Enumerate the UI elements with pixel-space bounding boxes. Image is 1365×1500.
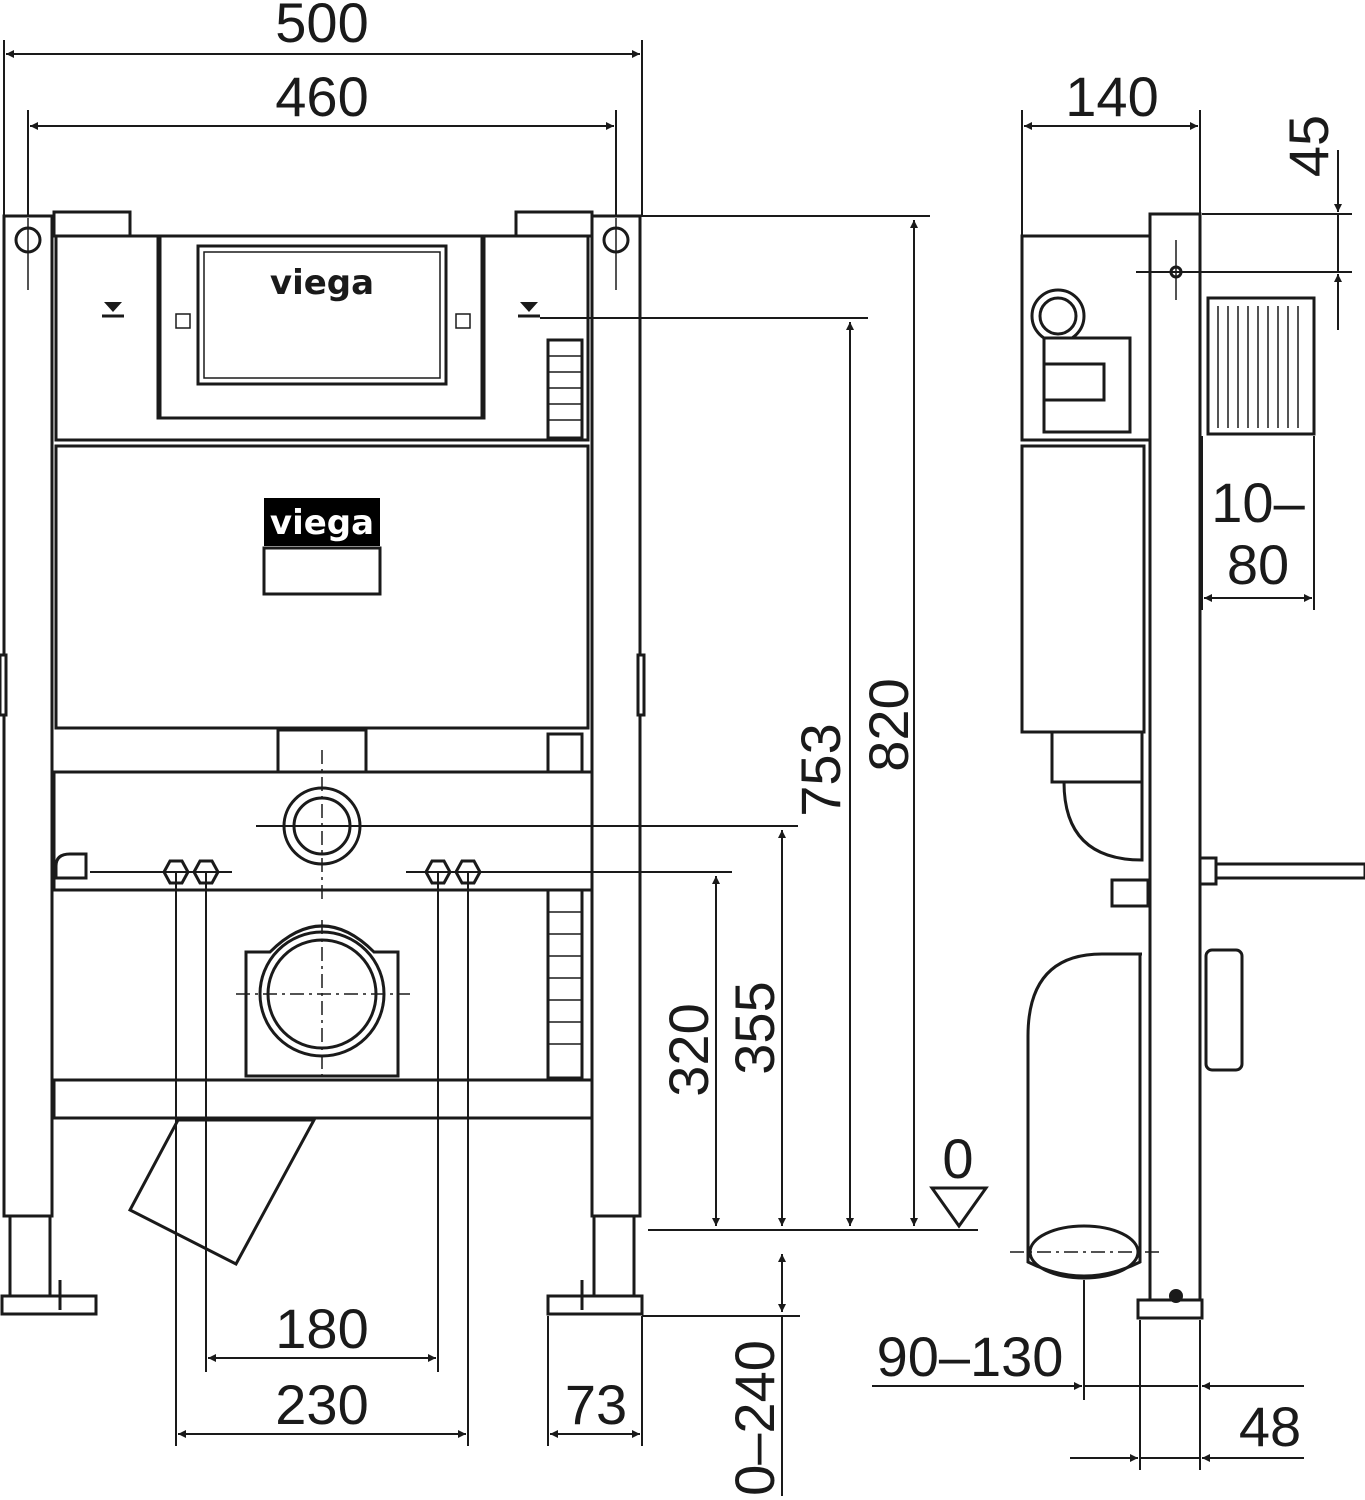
dim-820: 820	[857, 678, 920, 771]
cistern-housing	[54, 234, 590, 442]
dim-48: 48	[1239, 1395, 1301, 1458]
dim-500: 500	[275, 0, 368, 54]
front-view: viega viega	[0, 210, 646, 1316]
dim-320: 320	[657, 1003, 720, 1096]
service-opening	[196, 244, 448, 386]
side-frame-post	[1148, 212, 1202, 1316]
right-post	[590, 214, 642, 1218]
dim-230: 230	[275, 1373, 368, 1436]
right-foot	[546, 1294, 644, 1316]
dim-460: 460	[275, 65, 368, 128]
dimension-lines	[3, 40, 1352, 1496]
level-marker-icon	[520, 302, 538, 312]
left-foot	[0, 1294, 98, 1316]
dim-73: 73	[565, 1373, 627, 1436]
dim-45: 45	[1277, 115, 1340, 177]
dim-753: 753	[789, 723, 852, 816]
dim-10-80-line1: 10–	[1211, 471, 1305, 534]
side-view	[1010, 212, 1365, 1320]
dim-floor-zero: 0	[942, 1127, 973, 1190]
dim-0-240: 0–240	[723, 1340, 786, 1496]
drain-pipe	[127, 1118, 317, 1267]
drain-bend	[1026, 952, 1142, 1278]
wc-bolt	[1198, 862, 1365, 880]
flush-plate-frame	[1206, 296, 1316, 436]
dim-90-130: 90–130	[877, 1325, 1064, 1388]
dimension-labels: 500 460 140 45 10– 80 820 753 355 320 0 …	[275, 0, 1340, 1496]
left-post	[2, 214, 54, 1218]
viega-logo-badge: viega	[270, 503, 374, 543]
viega-logo-top: viega	[270, 263, 374, 303]
dim-355: 355	[723, 981, 786, 1074]
dim-180: 180	[275, 1297, 368, 1360]
dim-140: 140	[1065, 65, 1158, 128]
viega-badge	[264, 498, 380, 546]
level-marker-icon	[104, 302, 122, 312]
dim-10-80-line2: 80	[1227, 533, 1289, 596]
crossbar-upper	[52, 770, 594, 892]
side-cistern-tank	[1020, 444, 1146, 734]
crossbar-lower	[52, 1078, 594, 1120]
